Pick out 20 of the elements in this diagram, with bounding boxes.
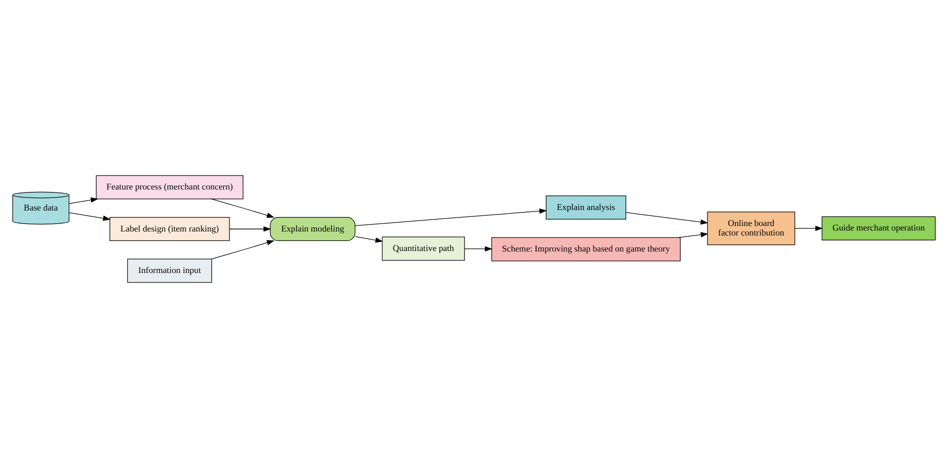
node-box: Information input — [127, 258, 212, 282]
node-box: Online board factor contribution — [707, 211, 796, 245]
arrow — [354, 208, 548, 226]
arrow — [68, 196, 98, 204]
node-box: Label design (item ranking) — [110, 216, 230, 241]
arrow — [464, 246, 492, 252]
arrow — [354, 236, 384, 242]
arrow — [794, 225, 823, 231]
node-box: Explain modeling — [270, 216, 356, 241]
arrow — [229, 226, 272, 232]
node-box: Explain analysis — [546, 194, 626, 219]
node-box: Guide merchant operation — [822, 216, 936, 240]
arrow — [626, 212, 708, 224]
node-box: Scheme: Improving shap based on game theory — [491, 236, 681, 261]
arrow — [211, 198, 274, 218]
arrow — [678, 232, 708, 238]
arrow — [211, 240, 274, 259]
arrow — [68, 212, 111, 220]
node-box: Feature process (merchant concern) — [96, 174, 244, 199]
node-box: Quantitative path — [382, 236, 465, 260]
